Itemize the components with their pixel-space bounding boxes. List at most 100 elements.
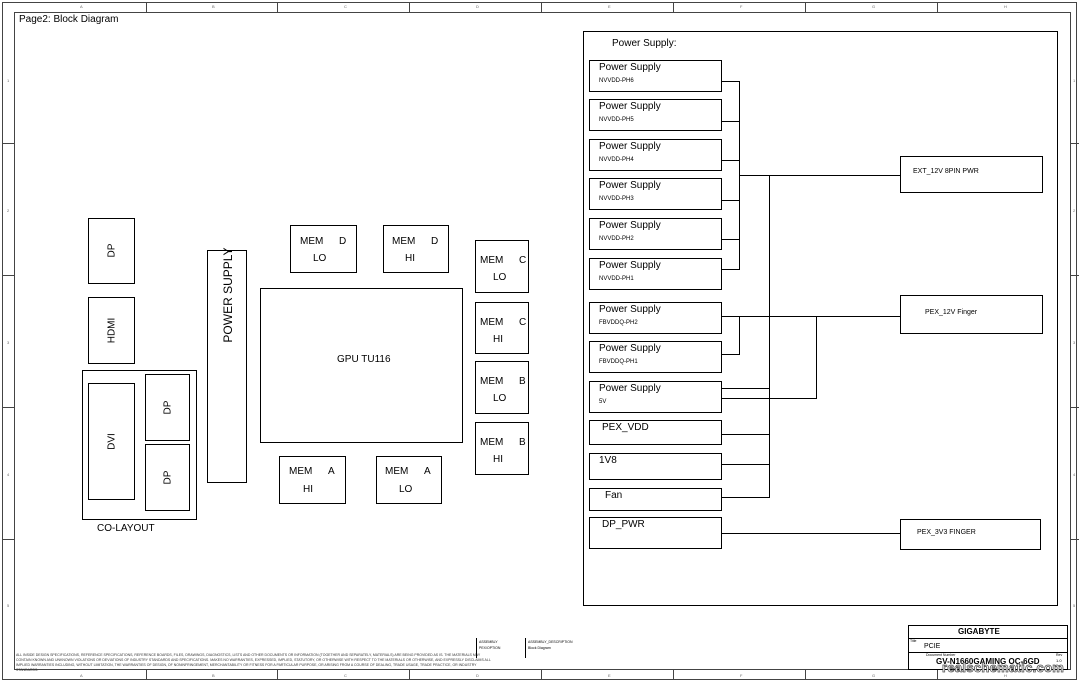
zone-tick [1071, 539, 1079, 540]
mem-d-hi-bank: D [431, 236, 439, 247]
title-value: PCIE [924, 643, 941, 650]
wire [722, 200, 740, 201]
wire [722, 121, 740, 122]
mem-d-lo-bank: D [339, 236, 347, 247]
wire [739, 81, 740, 270]
zone-row-label: 4 [1073, 472, 1076, 477]
power-rail-sub: NVVDD-PH4 [599, 157, 634, 163]
wire [722, 388, 770, 389]
company-name: GIGABYTE [958, 627, 1000, 636]
mem-b-lo-bank: B [519, 376, 526, 387]
zone-tick [409, 670, 410, 680]
watermark-text: realschematic.com [942, 660, 1065, 676]
wire [722, 316, 740, 317]
wire [816, 316, 817, 398]
power-rail-name: Power Supply [599, 62, 661, 73]
mem-a-hi-block: MEM A HI [279, 456, 346, 504]
divider [525, 638, 526, 658]
mem-c-lo-block: MEM C LO [475, 240, 529, 293]
wire [739, 316, 740, 355]
mem-d-hi-block: MEM D HI [383, 225, 449, 273]
power-rail-name: PEX_VDD [602, 422, 649, 433]
power-rail-sub: NVVDD-PH3 [599, 196, 634, 202]
zone-column-label: B [212, 673, 215, 678]
zone-row-label: 3 [1073, 340, 1076, 345]
zone-column-label: H [1004, 673, 1007, 678]
divider [476, 638, 477, 658]
zone-tick [2, 275, 14, 276]
wire [722, 464, 770, 465]
mem-d-hi-half: HI [405, 253, 415, 264]
zone-tick [673, 670, 674, 680]
zone-tick [2, 407, 14, 408]
title-block [908, 625, 1068, 670]
power-rail-name: Power Supply [599, 383, 661, 394]
title-block-rule [908, 638, 1068, 639]
mem-b-hi-bank: B [519, 437, 526, 448]
zone-tick [277, 2, 278, 12]
zone-column-label: G [872, 4, 876, 9]
assembly-description-value: Block Diagram [528, 646, 551, 650]
power-rail-sub: NVVDD-PH5 [599, 117, 634, 123]
zone-row-label: 1 [7, 78, 10, 83]
zone-tick [1071, 143, 1079, 144]
wire [722, 398, 817, 399]
wire [722, 160, 740, 161]
wire [769, 175, 770, 498]
dp-connector-block-3: DP [145, 444, 190, 511]
power-rail-name: Power Supply [599, 304, 661, 315]
hdmi-label: HDMI [106, 317, 118, 344]
zone-column-label: H [1004, 4, 1007, 9]
zone-tick [805, 2, 806, 12]
title-block-rule [908, 652, 1068, 653]
hdmi-connector-block: HDMI [88, 297, 135, 364]
zone-tick [673, 2, 674, 12]
zone-column-label: F [740, 673, 743, 678]
zone-tick [1071, 275, 1079, 276]
dp-label-2: DP [162, 400, 174, 415]
mem-c-hi-block: MEM C HI [475, 302, 529, 354]
dp-connector-block-2: DP [145, 374, 190, 441]
power-rail-sub: NVVDD-PH1 [599, 276, 634, 282]
mem-a-lo-half: LO [399, 484, 413, 495]
zone-column-label: D [476, 4, 479, 9]
wire [722, 354, 740, 355]
wire [722, 81, 740, 82]
zone-tick [2, 539, 14, 540]
mem-d-lo-mem: MEM [300, 236, 324, 247]
power-rail-sub: NVVDD-PH6 [599, 78, 634, 84]
mem-a-hi-half: HI [303, 484, 313, 495]
power-rail-12: DP_PWR [589, 517, 722, 549]
zone-column-label: E [608, 4, 611, 9]
title-label: Title [910, 639, 917, 643]
mem-a-lo-block: MEM A LO [376, 456, 442, 504]
gpu-block: GPU TU116 [260, 288, 463, 443]
zone-tick [937, 670, 938, 680]
pex-3v3-label: PEX_3V3 FINGER [917, 529, 976, 536]
wire [722, 434, 770, 435]
mem-b-lo-block: MEM B LO [475, 361, 529, 414]
zone-column-label: G [872, 673, 876, 678]
gpu-label: GPU TU116 [337, 354, 391, 365]
zone-tick [146, 670, 147, 680]
mem-a-lo-mem: MEM [385, 466, 409, 477]
assembly-label: ASSEMBLY [479, 640, 498, 644]
zone-column-label: D [476, 673, 479, 678]
power-rail-sub: NVVDD-PH2 [599, 236, 634, 242]
zone-column-label: F [740, 4, 743, 9]
power-rail-sub: FBVDDQ-PH1 [599, 359, 638, 365]
power-rail-name: 1V8 [599, 455, 617, 466]
mem-c-hi-bank: C [519, 317, 527, 328]
pex-12v-finger-source: PEX_12V Finger [900, 295, 1043, 334]
mem-c-hi-mem: MEM [480, 317, 504, 328]
dvi-label: DVI [106, 433, 118, 450]
power-rail-name: Power Supply [599, 260, 661, 271]
power-rail-name: DP_PWR [602, 519, 645, 530]
